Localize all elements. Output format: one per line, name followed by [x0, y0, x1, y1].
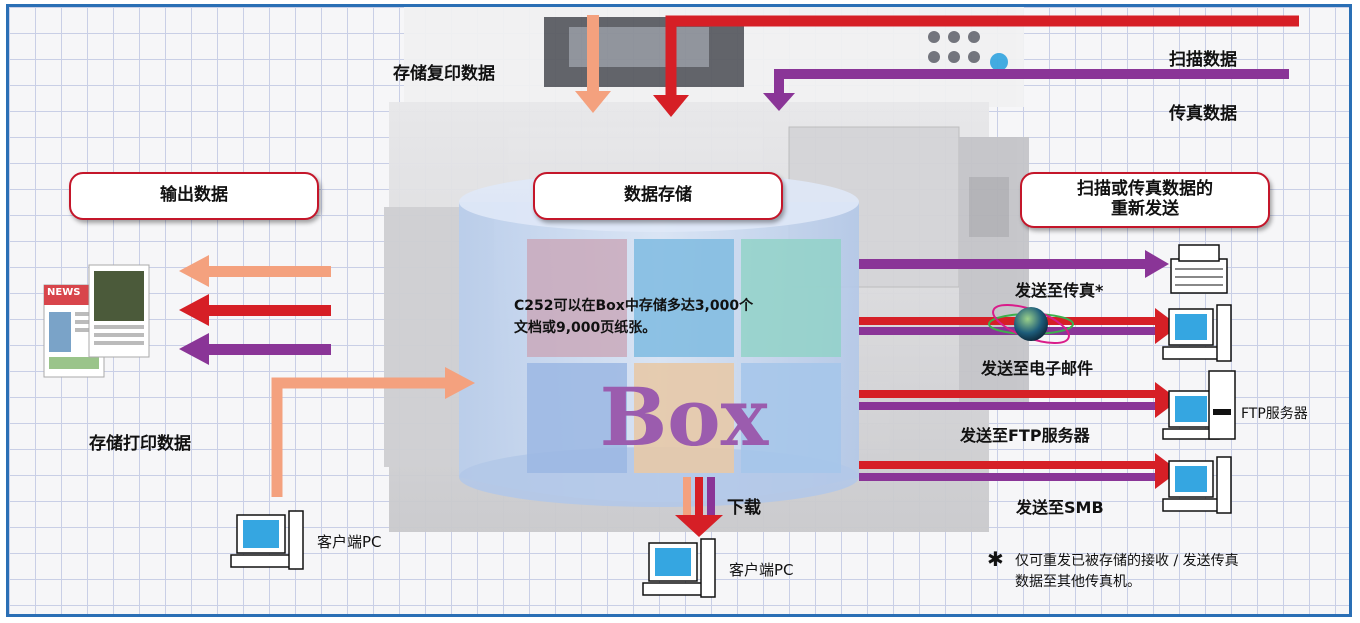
- send-smb-label: 发送至SMB: [1016, 498, 1104, 517]
- arrow-send-smb: [859, 453, 1179, 489]
- fax-data-label: 传真数据: [1169, 104, 1237, 124]
- callout-output-data: 输出数据: [69, 172, 319, 220]
- send-email-label: 发送至电子邮件: [981, 359, 1094, 378]
- callout-resend: 扫描或传真数据的 重新发送: [1020, 172, 1270, 228]
- callout-data-storage: 数据存储: [533, 172, 783, 220]
- box-label: Box: [600, 370, 770, 464]
- news-logo: NEWS: [47, 287, 81, 298]
- client-pc-left-label: 客户端PC: [317, 533, 382, 551]
- data-storage-label: 数据存储: [624, 185, 692, 206]
- globe-icon: [988, 304, 1074, 344]
- arrow-output-fax: [179, 333, 331, 365]
- arrow-output-scan: [179, 294, 331, 326]
- news-documents-icon: [43, 264, 150, 378]
- output-data-label: 输出数据: [160, 185, 228, 206]
- arrow-store-copy: [575, 15, 611, 113]
- store-copy-label: 存储复印数据: [393, 64, 495, 84]
- send-ftp-label: 发送至FTP服务器: [960, 426, 1090, 445]
- note-line1: 仅可重发已被存储的接收 / 发送传真: [1015, 553, 1239, 569]
- ftp-server-label: FTP服务器: [1241, 406, 1308, 422]
- resend-label-line1: 扫描或传真数据的: [1077, 179, 1213, 200]
- download-label: 下载: [727, 498, 761, 518]
- arrow-fax-data: [763, 69, 1289, 111]
- arrow-send-email: [859, 308, 1179, 344]
- arrow-send-ftp: [859, 382, 1179, 418]
- arrow-store-print: [271, 367, 475, 497]
- computer-icon-email: [1162, 304, 1232, 362]
- arrow-download: [675, 477, 723, 537]
- note-line2: 数据至其他传真机。: [1015, 574, 1141, 590]
- arrow-output-copy: [179, 255, 331, 287]
- capacity-text-line2: 文档或9,000页纸张。: [514, 320, 657, 336]
- diagram-frame: Box 输出数据 数据存储 扫描或传真数据的 重新发送 存储复印数据 扫描数据 …: [6, 4, 1352, 617]
- resend-label-line2: 重新发送: [1111, 199, 1179, 219]
- ftp-server-icon: [1162, 370, 1236, 440]
- capacity-text-line1: C252可以在Box中存储多达3,000个: [514, 298, 754, 314]
- send-fax-label: 发送至传真*: [1015, 281, 1104, 300]
- client-pc-center-label: 客户端PC: [729, 561, 794, 579]
- computer-icon-client-left: [230, 510, 304, 570]
- fax-machine-icon: [1170, 244, 1228, 294]
- note-asterisk: ✱: [987, 547, 1004, 571]
- computer-icon-smb: [1162, 456, 1232, 514]
- arrow-send-fax: [859, 250, 1169, 278]
- store-print-label: 存储打印数据: [89, 434, 191, 454]
- scan-data-label: 扫描数据: [1169, 50, 1237, 70]
- arrow-scan-data: [653, 15, 1299, 117]
- computer-icon-client-center: [642, 538, 716, 598]
